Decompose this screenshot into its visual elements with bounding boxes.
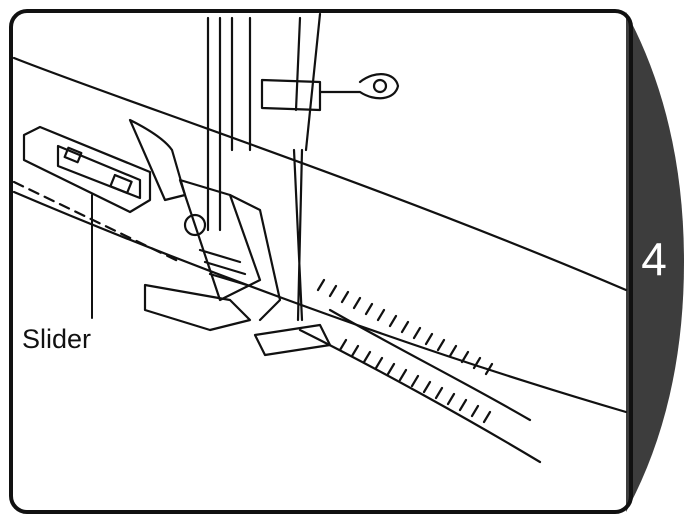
- zipper-teeth-lower: [338, 338, 492, 424]
- needle-bar: [206, 12, 400, 232]
- step-tab: [626, 12, 684, 512]
- panel-frame: [9, 9, 633, 514]
- step-number: 4: [641, 233, 667, 285]
- presser-foot: [143, 178, 332, 357]
- stitch-guideline: [12, 180, 182, 264]
- slider-label: Slider: [22, 324, 92, 354]
- zipper-tape: [298, 308, 542, 464]
- fabric-edge-top: [12, 56, 628, 292]
- sewing-illustration: [12, 12, 628, 464]
- zipper-teeth-upper: [316, 278, 494, 376]
- needle: [292, 148, 304, 322]
- fabric-edge-bottom: [12, 190, 628, 414]
